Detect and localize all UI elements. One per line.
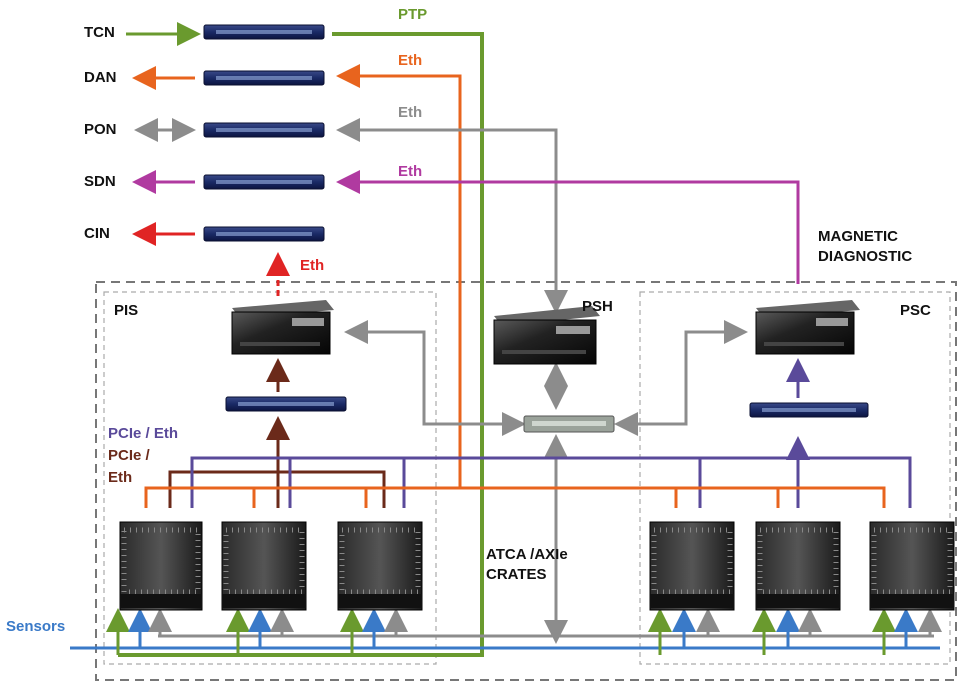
eth-sdn-label: Eth xyxy=(398,163,423,180)
crate-4 xyxy=(649,521,735,611)
eth-dan-label: Eth xyxy=(398,52,423,69)
crate-6 xyxy=(869,521,955,611)
pis-pcie-brown-links xyxy=(168,358,386,508)
switch-cin xyxy=(203,226,325,242)
central-switch xyxy=(523,415,615,433)
crate-input-arrows xyxy=(106,608,942,655)
pcie-eth-brown-line1: PCIe / xyxy=(108,447,150,464)
pis-label: PIS xyxy=(114,302,139,319)
crate-3 xyxy=(337,521,423,611)
pcie-eth-brown-line2: Eth xyxy=(108,469,133,486)
dan-label: DAN xyxy=(84,69,117,86)
sdn-label: SDN xyxy=(84,173,116,190)
ptp-label: PTP xyxy=(398,6,428,23)
pcie-eth-label: PCIe / Eth xyxy=(108,425,179,442)
pis-section-border xyxy=(103,291,437,665)
crate-5 xyxy=(755,521,841,611)
cin-label: CIN xyxy=(84,225,110,242)
crate-2 xyxy=(221,521,307,611)
pis-server-link xyxy=(344,320,526,436)
sensors-label: Sensors xyxy=(6,618,66,635)
magnetic-label: MAGNETIC xyxy=(818,228,898,245)
diagnostic-label: DIAGNOSTIC xyxy=(818,248,913,265)
psc-label: PSC xyxy=(900,302,931,319)
ptp-link xyxy=(118,32,484,657)
pon-eth-link xyxy=(336,118,568,314)
server-psc xyxy=(755,300,860,355)
psc-section-border xyxy=(639,291,951,665)
switch-psc xyxy=(749,402,869,418)
switch-tcn xyxy=(203,24,325,40)
atca-label: ATCA /AXIe xyxy=(486,546,568,563)
switch-pon xyxy=(203,122,325,138)
eth-pon-label: Eth xyxy=(398,104,423,121)
orange-eth-bus xyxy=(144,486,886,508)
eth-cin-label: Eth xyxy=(300,257,325,274)
pon-label: PON xyxy=(84,121,117,138)
switch-pis xyxy=(225,396,347,412)
switch-sdn xyxy=(203,174,325,190)
server-psh xyxy=(493,306,600,365)
crate-1 xyxy=(119,521,203,611)
pcie-purple-links xyxy=(190,358,912,508)
server-pis xyxy=(231,300,334,355)
psh-label: PSH xyxy=(582,298,613,315)
psc-server-link xyxy=(614,320,748,436)
crates-label: CRATES xyxy=(486,566,547,583)
tcn-label: TCN xyxy=(84,24,115,41)
switch-dan xyxy=(203,70,325,86)
sdn-eth-link xyxy=(336,170,800,284)
outer-dashed-border xyxy=(95,281,957,681)
